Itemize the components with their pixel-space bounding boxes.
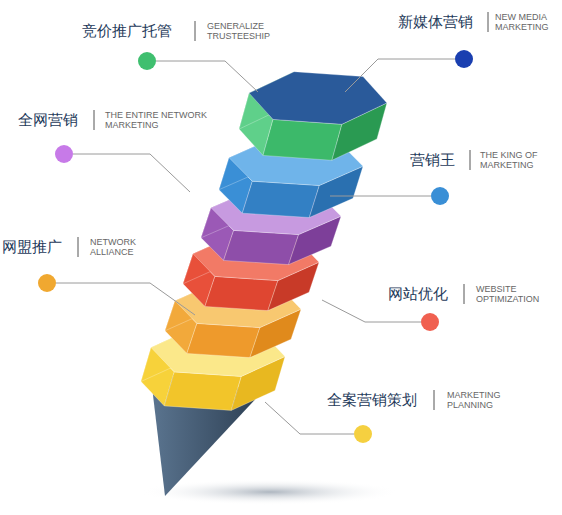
service-subtitle: MARKETING PLANNING [447, 390, 510, 410]
separators [78, 12, 488, 410]
service-subtitle: NETWORK ALLIANCE [90, 237, 144, 257]
service-title: 网盟推广 [2, 238, 62, 256]
prism-face [187, 323, 260, 357]
service-subtitle: THE ENTIRE NETWORK MARKETING [105, 110, 213, 130]
service-title: 新媒体营销 [398, 13, 473, 31]
service-title: 网站优化 [388, 285, 448, 303]
prism-face [164, 372, 241, 411]
service-title: 营销王 [410, 151, 455, 169]
prism-face [205, 276, 278, 310]
prism-face [249, 72, 387, 125]
marker-dots [38, 50, 473, 443]
prism-face [242, 181, 319, 217]
service-title: 竞价推广托管 [82, 22, 172, 40]
service-subtitle: THE KING OF MARKETING [480, 150, 543, 170]
service-title: 全案营销策划 [327, 391, 417, 409]
service-subtitle: WEBSITE OPTIMIZATION [476, 284, 548, 304]
leader-lines [56, 59, 455, 434]
service-subtitle: NEW MEDIA MARKETING [495, 12, 558, 32]
hex-stack [141, 72, 387, 411]
service-title: 全网营销 [18, 111, 78, 129]
ground-shadow [140, 479, 400, 505]
prism-face [263, 119, 342, 160]
prism-face [224, 230, 299, 264]
service-subtitle: GENERALIZE TRUSTEESHIP [207, 21, 279, 41]
